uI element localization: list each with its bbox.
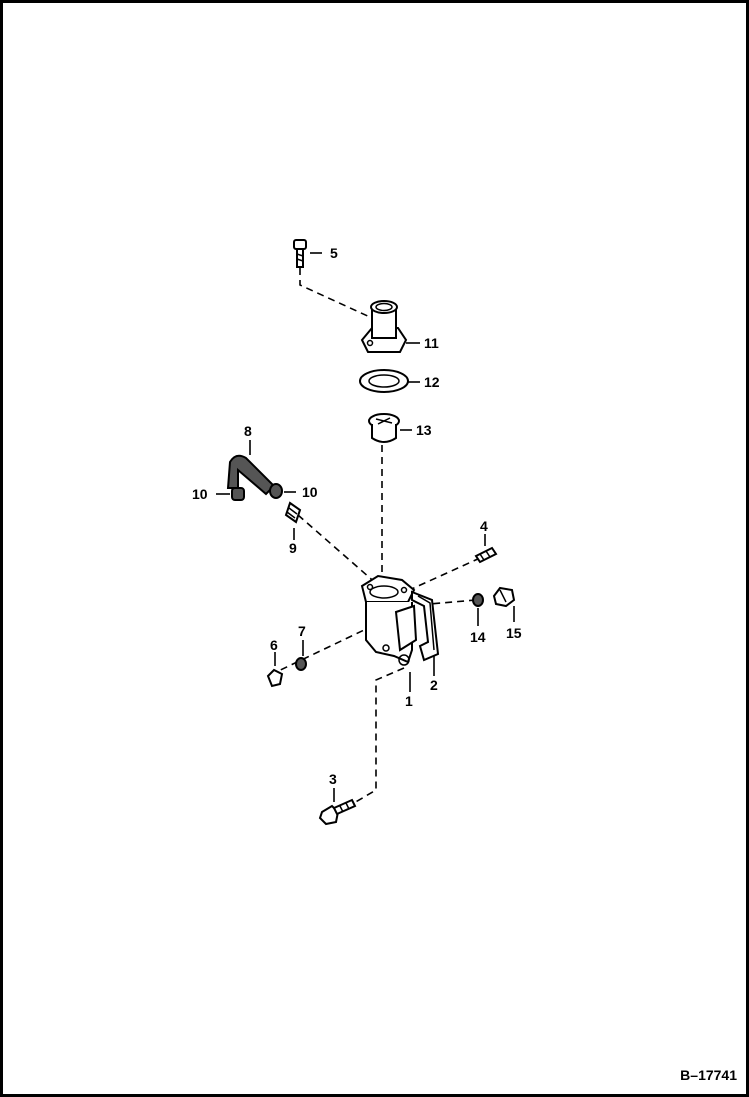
part-7-washer: [295, 657, 307, 671]
leader-lines: [216, 252, 515, 802]
part-6-nut: [266, 668, 284, 688]
part-15-plug: [492, 586, 516, 608]
callout-7: 7: [298, 623, 306, 639]
part-10-clamp-left: [231, 487, 245, 501]
callout-12: 12: [424, 374, 440, 390]
callout-9: 9: [289, 540, 297, 556]
part-12-gasket: [359, 369, 409, 393]
callout-1: 1: [405, 693, 413, 709]
part-9-fitting: [284, 501, 302, 524]
part-11-thermostat-housing: [360, 300, 408, 353]
callout-5: 5: [330, 245, 338, 261]
callout-8: 8: [244, 423, 252, 439]
callout-10-right: 10: [302, 484, 318, 500]
callout-4: 4: [480, 518, 488, 534]
callout-11: 11: [424, 335, 439, 351]
callout-15: 15: [506, 625, 522, 641]
part-4-stud: [474, 546, 498, 564]
part-5-bolt: [293, 239, 307, 268]
part-14-washer: [472, 593, 484, 607]
callout-2: 2: [430, 677, 438, 693]
callout-3: 3: [329, 771, 337, 787]
part-2-gasket: [411, 590, 440, 662]
figure-id-label: B–17741: [680, 1067, 737, 1083]
assembly-lines: [269, 268, 481, 811]
part-10-clamp-right: [269, 483, 283, 499]
callout-6: 6: [270, 637, 278, 653]
callout-10-left: 10: [192, 486, 208, 502]
callout-13: 13: [416, 422, 432, 438]
part-13-thermostat: [368, 413, 400, 443]
callout-14: 14: [470, 629, 486, 645]
part-3-bolt: [318, 798, 357, 826]
callouts: 5 11 12 13 8 10 10 9 4 1 2 14 15 7 6 3: [192, 245, 522, 787]
part-8-elbow-hose: [226, 454, 276, 496]
part-1-water-housing: [360, 574, 418, 666]
